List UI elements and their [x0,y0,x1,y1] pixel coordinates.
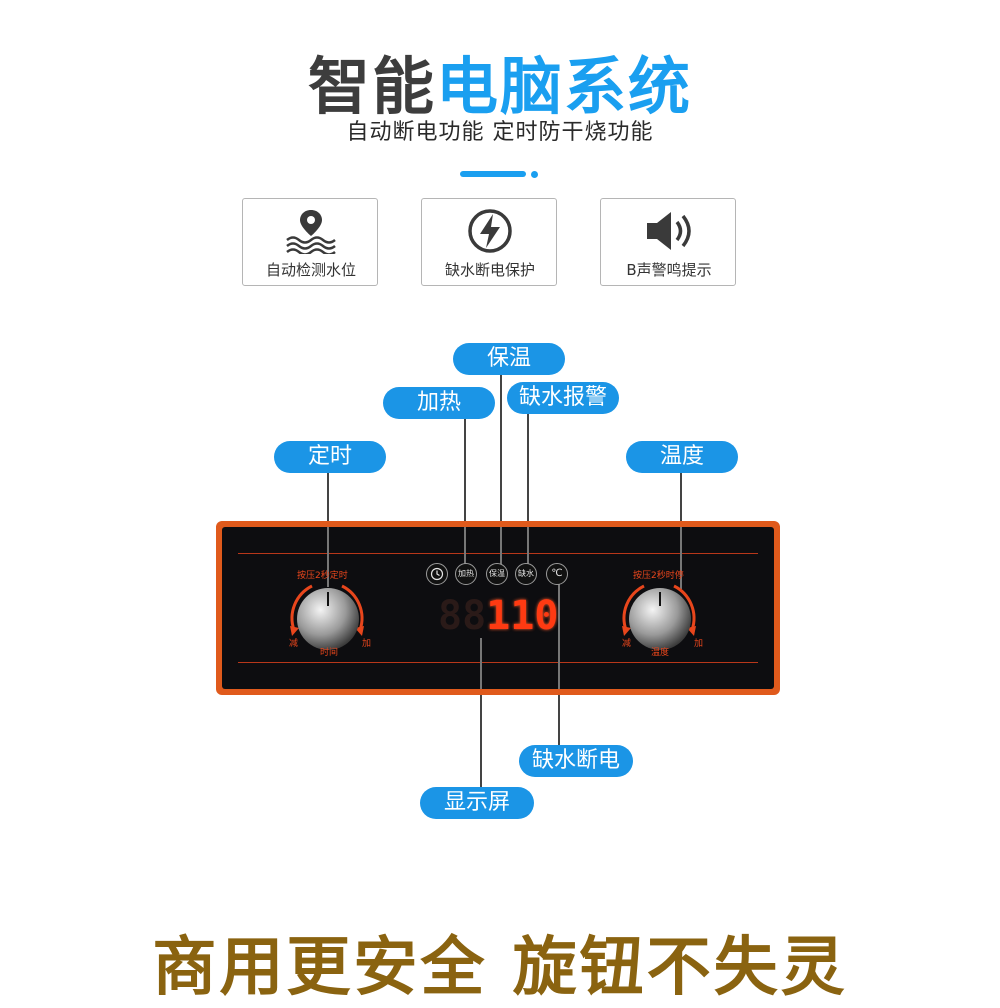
water-shortage-indicator: 缺水 [515,563,537,585]
leader-line-keep-warm [500,374,502,564]
temperature-knob-hint: 按压2秒时停 [633,571,684,581]
title-part2: 电脑系统 [436,50,693,123]
time-knob[interactable] [297,588,359,650]
feature-label: 自动检测水位 [265,261,356,279]
callout-water-cutoff: 缺水断电 [519,745,633,777]
leader-line-display [480,638,482,788]
leader-line-temperature-inner [680,527,682,589]
leader-line-keep-warm-inner [500,527,502,564]
callout-water-alarm: 缺水报警 [507,382,619,414]
time-knob-label: 时间 [320,648,339,658]
footer-slogan: 商用更安全 旋钮不失灵 [152,931,848,1005]
leader-line-water-alarm [527,414,529,564]
leader-line-water-alarm-inner [527,527,529,564]
leader-line-heating [464,419,466,565]
celsius-button[interactable]: ℃ [546,563,568,585]
feature-power-protect: 缺水断电保护 [421,198,557,286]
feature-label: 缺水断电保护 [444,261,535,279]
led-display: 88110 [438,596,558,636]
time-knob-plus: 加 [362,639,372,649]
heat-button[interactable]: 加热 [455,563,477,585]
callout-display: 显示屏 [420,787,534,819]
temperature-knob-plus: 加 [694,639,704,649]
page-subtitle: 自动断电功能 定时防干烧功能 [346,120,654,145]
leader-line-timer-inner [327,527,329,587]
timer-button[interactable] [426,563,448,585]
clock-icon [430,567,444,581]
time-knob-minus: 减 [289,639,299,649]
feature-sound-alarm: B声警鸣提示 [600,198,736,286]
divider-bar [460,171,526,177]
location-waves-icon [243,207,379,255]
display-value: 110 [486,593,559,639]
temperature-knob-label: 温度 [651,648,670,658]
keep-warm-button[interactable]: 保温 [486,563,508,585]
page-title: 智能电脑系统 [0,36,1000,126]
panel-top-line [238,553,758,554]
speaker-icon [601,207,737,255]
temperature-knob-minus: 减 [622,639,632,649]
feature-label: B声警鸣提示 [626,261,712,279]
knob-pointer [327,592,329,606]
leader-line-timer [327,472,329,552]
callout-temperature: 温度 [626,441,738,473]
callout-timer: 定时 [274,441,386,473]
lightning-icon [422,207,558,255]
temperature-knob-assembly [604,562,714,672]
divider-dot [531,171,538,178]
leader-line-heating-inner [464,527,466,564]
callout-keep-warm: 保温 [453,343,565,375]
temperature-knob[interactable] [629,588,691,650]
leader-line-water-cutoff-inner [558,584,560,689]
time-knob-hint: 按压2秒定时 [297,571,348,581]
title-part1: 智能 [307,50,436,123]
display-off-digits: 88 [438,593,487,639]
panel-bottom-line [238,662,758,663]
callout-heating: 加热 [383,387,495,419]
time-knob-assembly [272,562,382,672]
knob-pointer [659,592,661,606]
feature-water-level: 自动检测水位 [242,198,378,286]
leader-line-display-inner [480,638,482,689]
